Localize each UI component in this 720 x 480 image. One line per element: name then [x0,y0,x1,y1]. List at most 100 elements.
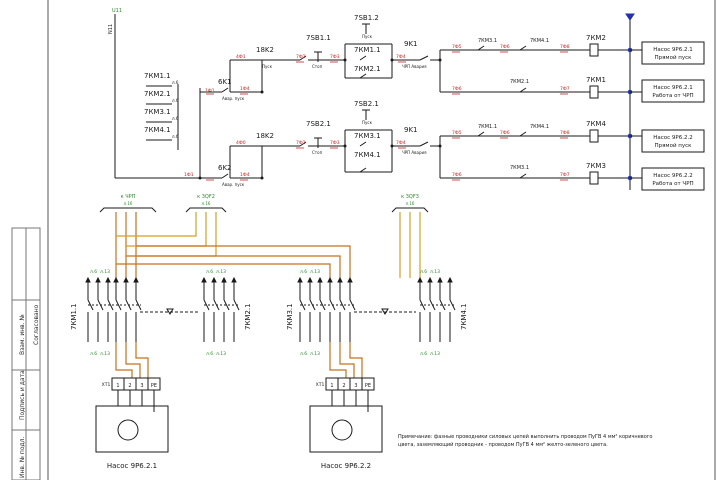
wire2-1f1: 1Ф1 [184,172,194,178]
ref-l13-b: л.13 [216,269,226,275]
contactor-pole-arrow [95,276,101,283]
aux-contact-2: 7КМ2.1 [144,90,171,98]
contactor-pole-switch [203,299,210,311]
box2-line2: Работа от ЧРП [652,93,693,99]
ref-l6-b: л.6 [206,269,213,275]
contactor-pole-switch [115,299,122,311]
label-km31c: 7КМ3.1 [478,38,497,44]
bus-dots [198,58,442,180]
ref-l6-c: л.6 [300,269,307,275]
pushbutton-symbols [146,23,370,173]
wire-numbers: 1Ф1 4Ф1 7Ф2 7Ф3 7Ф4 7Ф5 7Ф6 7Ф8 7Ф6 7Ф7 … [184,44,570,178]
contactor-pole-arrow [123,276,129,283]
motor-labels: ХТ1 1 2 3 РЕ Насос 9Р6.2.1 ХТ1 1 2 3 РЕ … [102,382,371,470]
wire-7f3: 7Ф3 [330,54,340,60]
terminal-2-1: 1 [330,383,333,389]
ref-l13-d: л.13 [430,269,440,275]
label-7sb21: 7SB2.1 [306,120,331,128]
wire2-7f6b: 7Ф6 [452,172,462,178]
ref-l13-h: л.13 [430,351,440,357]
contactor-pole-switch [107,299,114,311]
ref-l13-g: л.13 [310,351,320,357]
sheet-refs: л.6 л.13 л.6 л.13 л.6 л.13 л.6 л.13 л.6 … [90,269,440,357]
wire-7f8: 7Ф8 [560,44,570,50]
contactor-pole-arrow [417,276,423,283]
feed-right: к 3QF3 [401,194,419,200]
contactor-pole-switch [439,299,446,311]
left-aux-contacts: 7КМ1.1 7КМ2.1 7КМ3.1 7КМ4.1 л.6 л.6 л.6 … [144,72,179,139]
box1-line2: Прямой пуск [655,54,693,61]
terminal-1-1: 1 [116,383,119,389]
contactor-pole-switch [223,299,230,311]
label-km31: 7КМ3.1 [354,132,381,140]
wire2-4f0: 4Ф0 [236,140,246,146]
contactor-pole-arrow [337,276,343,283]
wire-label-ticks [206,51,568,181]
ref-l6-e: л.6 [90,351,97,357]
contactor-pole-arrow [307,276,313,283]
wire-7f5: 7Ф5 [452,44,462,50]
contactor-labels: 7КМ1.1 7КМ2.1 7КМ3.1 7КМ4.1 [70,303,468,330]
contactor-pole-arrow [105,276,111,283]
box3-line1: Насос 9Р6.2.2 [653,135,692,141]
contactor-label-km11: 7КМ1.1 [70,303,78,330]
label-km21b: 7КМ2.1 [510,79,529,85]
ref-l13-a: л.13 [100,269,110,275]
wire-7f4: 7Ф4 [396,54,406,60]
label-u11: U11 [112,8,122,14]
control-circuit [114,14,631,190]
label-coil-km3: 7КМ3 [586,162,606,170]
label-6k2: 6K2 [218,164,232,172]
contactor-pole-arrow [327,276,333,283]
wire-7f6: 7Ф6 [500,44,510,50]
wire2-7f6: 7Ф6 [500,130,510,136]
aux-note-4: л.6 [172,134,179,139]
label-9k1: 9K1 [404,40,418,48]
contactor-pole-arrow [317,276,323,283]
contactor-label-km41: 7КМ4.1 [460,303,468,330]
wire-1f1-a: 1Ф1 [205,88,215,94]
label-6k1-note: Авар. пуск [222,96,245,101]
contactor-pole-switch [299,299,306,311]
motor-1-name: Насос 9Р6.2.1 [107,462,157,470]
description-boxes [630,41,705,191]
ref-l6-d: л.6 [420,269,427,275]
label-coil-km2: 7КМ2 [586,34,606,42]
note-line-2: цвета, заземляющий проводник - проводом … [398,441,608,448]
label-9k1b-note: ЧРП Авария [402,150,427,155]
feed-right-sub: л.16 [406,201,415,206]
wire-4f1: 4Ф1 [236,54,246,60]
terminal-2-3: 3 [354,383,357,389]
label-n11: N11 [108,24,114,34]
aux-note-2: л.6 [172,98,179,103]
ref-l6-h: л.6 [420,351,427,357]
aux-contact-3: 7КМ3.1 [144,108,171,116]
contactor-pole-switch [87,299,94,311]
feed-mid: к 3QF2 [197,194,215,200]
label-stop-note: Стоп [312,64,323,69]
label-7sb11: 7SB1.1 [306,34,331,42]
label-coil-km1: 7КМ1 [586,76,606,84]
contactor-pole-arrow [113,276,119,283]
contactor-pole-switch [319,299,326,311]
label-km31b: 7КМ3.1 [510,165,529,171]
contactor-pole-arrow [447,276,453,283]
label-start-note: Пуск [362,34,373,39]
contactor-pole-arrow [427,276,433,283]
wire2-7f5: 7Ф5 [452,130,462,136]
feed-mid-sub: л.16 [202,201,211,206]
motor-2-name: Насос 9Р6.2.2 [321,462,371,470]
feed-left: к ЧРП [121,194,136,200]
label-km41c: 7КМ4.1 [530,38,549,44]
terminal-block-1: ХТ1 [102,382,111,388]
contactor-pole-switch [135,299,142,311]
label-6k1: 6K1 [218,78,232,86]
aux-note-3: л.6 [172,116,179,121]
label-km11: 7КМ1.1 [354,46,381,54]
sheet-frame [11,0,716,480]
label-7sb12: 7SB1.2 [354,14,379,22]
label-6k2-note: Авар. пуск [222,182,245,187]
ref-l6-g: л.6 [300,351,307,357]
terminal-1-2: 2 [128,383,131,389]
